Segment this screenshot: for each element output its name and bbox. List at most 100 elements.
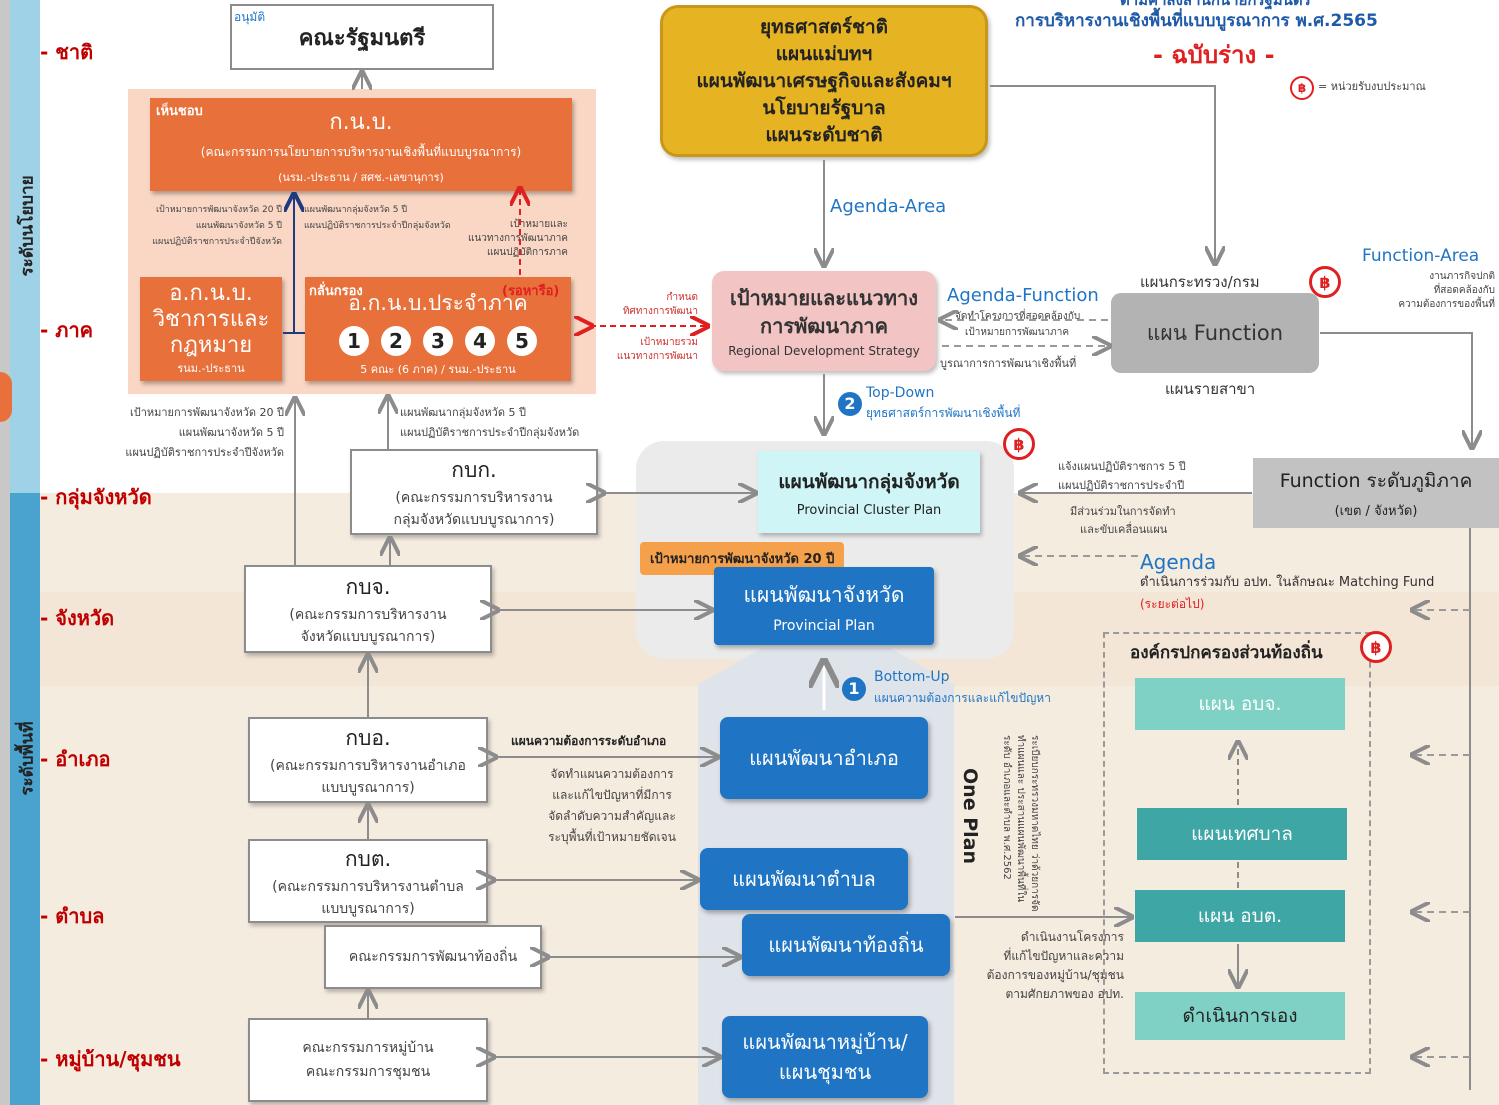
cluster-plan-box: แผนพัฒนากลุ่มจังหวัด Provincial Cluster …	[758, 451, 980, 533]
kbo-title: กบอ.	[345, 725, 391, 750]
budget-legend: = หน่วยรับงบประมาณ	[1318, 80, 1426, 93]
knb-notes-regional: เป้าหมายและ แนวทางการพัฒนาภาค แผนปฏิบัติ…	[458, 218, 568, 260]
level-nation: - ชาติ	[40, 40, 94, 64]
function-plan-label: แผน Function	[1146, 320, 1284, 345]
kbk-sub-1: (คณะกรรมการบริหารงาน	[395, 489, 553, 506]
kbk-title: กบก.	[451, 457, 497, 482]
cluster-note-4: และขับเคลื่อนแผน	[1080, 523, 1168, 536]
national-line-4: นโยบายรัฐบาล	[762, 96, 886, 119]
header-title: การบริหารงานเชิงพื้นที่แบบบูรณาการ พ.ศ.2…	[1015, 11, 1378, 31]
note: แนวทางการพัฒนาภาค	[468, 233, 568, 244]
village-plan-1: แผนพัฒนาหมู่บ้าน/	[742, 1030, 908, 1054]
note: แผนปฏิบัติราชการประจำปีกลุ่มจังหวัด	[304, 221, 451, 231]
agenda-function-note3: บูรณาการการพัฒนาเชิงพื้นที่	[940, 357, 1077, 370]
local-gov-item-municipality: แผนเทศบาล	[1137, 808, 1347, 860]
ministry-bottom-label: แผนรายสาขา	[1165, 380, 1256, 398]
village-committee-1: คณะกรรมการหมู่บ้าน	[302, 1040, 434, 1056]
note: ทิศทางการพัฒนา	[622, 306, 698, 317]
label: แผนเทศบาล	[1191, 823, 1293, 845]
function-regional-title: Function ระดับภูมิภาค	[1279, 469, 1473, 492]
note: แผนปฏิบัติราชการประจำปีกลุ่มจังหวัด	[400, 426, 580, 439]
note: กำหนด	[666, 292, 698, 303]
district-notes-head: แผนความต้องการระดับอำเภอ	[511, 734, 667, 748]
national-line-2: แผนแม่บทฯ	[775, 42, 873, 65]
aknb-region-chair: 5 คณะ (6 ภาค) / รนม.-ประธาน	[360, 362, 516, 376]
label: แผน อบจ.	[1198, 693, 1282, 715]
kbj-sub-2: จังหวัดแบบบูรณาการ)	[300, 628, 436, 645]
province-plan-box: แผนพัฒนาจังหวัด Provincial Plan	[714, 567, 934, 645]
level-district: - อำเภอ	[40, 747, 111, 771]
kbo-sub-2: แบบบูรณาการ)	[321, 779, 415, 796]
knb-tag: เห็นชอบ	[156, 104, 203, 119]
note: แผนปฏิบัติราชการประจำปีจังหวัด	[152, 237, 282, 247]
agenda-function-note1: จัดทำโครงการที่สอดคล้องกับ	[955, 311, 1081, 322]
village-plan-2: แผนชุมชน	[778, 1060, 872, 1084]
agenda-label: Agenda	[1140, 550, 1217, 574]
village-plan-box: แผนพัฒนาหมู่บ้าน/ แผนชุมชน	[722, 1016, 928, 1098]
village-committee-box: คณะกรรมการหมู่บ้าน คณะกรรมการชุมชน	[248, 1018, 488, 1102]
kbj-box: กบจ. (คณะกรรมการบริหารงาน จังหวัดแบบบูรณ…	[244, 565, 492, 653]
note: ที่แก้ไขปัญหาและความ	[1003, 949, 1124, 963]
region-number-3: 3	[423, 325, 453, 356]
aknb-law-title-3: กฎหมาย	[169, 333, 253, 358]
label: แผน อบต.	[1197, 905, 1283, 927]
region-number-5: 5	[507, 325, 537, 356]
budget-icon: ฿	[1360, 631, 1392, 663]
district-plan-box: แผนพัฒนาอำเภอ	[720, 717, 928, 799]
aknb-region-tag: กลั่นกรอง	[309, 284, 363, 299]
aknb-law-chair: รนม.-ประธาน	[177, 362, 245, 375]
knb-notes-right: แผนพัฒนากลุ่มจังหวัด 5 ปี แผนปฏิบัติราชก…	[304, 202, 484, 234]
note: จัดทำแผนความต้องการ	[550, 767, 674, 781]
aknb-law-box: อ.ก.น.บ. วิชาการและ กฎหมาย รนม.-ประธาน	[140, 277, 282, 381]
aknb-region-title: อ.ก.น.บ.ประจำภาค	[348, 290, 528, 315]
note: เป้าหมายการพัฒนาจังหวัด 20 ปี	[155, 205, 282, 215]
level-region: - ภาค	[40, 318, 94, 342]
sidebar-edge	[0, 0, 10, 1105]
sidebar-marker	[0, 372, 12, 422]
kbk-sub-2: กลุ่มจังหวัดแบบบูรณาการ)	[393, 511, 555, 528]
kbj-title: กบจ.	[345, 574, 391, 599]
note: แนวทางการพัฒนา	[616, 351, 698, 362]
note: แผนปฏิบัติราชการประจำปีจังหวัด	[125, 446, 284, 459]
note: ความต้องการของพื้นที่	[1398, 299, 1495, 310]
function-area-label: Function-Area	[1362, 246, 1480, 266]
arrow-function-to-regional	[1320, 332, 1472, 446]
aknb-region-tag2: (รอหารือ)	[502, 284, 560, 299]
note: ที่สอดคล้องกับ	[1433, 285, 1495, 296]
function-regional-box: Function ระดับภูมิภาค (เขต / จังหวัด)	[1253, 458, 1499, 528]
level-province: - จังหวัด	[40, 606, 115, 630]
note: ว่าด้วยการจัดทำแผนและ	[1015, 735, 1040, 912]
bottom-up-sub: แผนความต้องการและแก้ไขปัญหา	[874, 691, 1051, 705]
function-area-notes: งานภารกิจปกติ ที่สอดคล้องกับ ความต้องการ…	[1352, 270, 1495, 312]
note: ตามศักยภาพของ อปท.	[1005, 987, 1124, 1001]
note: แผนพัฒนากลุ่มจังหวัด 5 ปี	[400, 406, 526, 419]
note: จัดลำดับความสำคัญและ	[548, 809, 676, 823]
local-gov-panel	[1103, 632, 1371, 1074]
top-down-label: Top-Down	[866, 385, 935, 401]
kbk-notes-left: เป้าหมายการพัฒนาจังหวัด 20 ปี แผนพัฒนาจั…	[80, 403, 284, 463]
knb-box: ก.น.บ. (คณะกรรมการนโยบายการบริหารงานเชิง…	[150, 98, 572, 191]
national-plan-box: ยุทธศาสตร์ชาติ แผนแม่บทฯ แผนพัฒนาเศรษฐกิ…	[660, 5, 988, 157]
national-line-3: แผนพัฒนาเศรษฐกิจและสังคมฯ	[696, 69, 952, 92]
cluster-note-2: แผนปฏิบัติราชการประจำปี	[1058, 479, 1185, 492]
function-regional-sub: (เขต / จังหวัด)	[1334, 503, 1418, 519]
local-committee-label: คณะกรรมการพัฒนาท้องถิ่น	[348, 949, 518, 965]
local-plan-box: แผนพัฒนาท้องถิ่น	[742, 914, 950, 976]
district-notes: จัดทำแผนความต้องการ และแก้ไขปัญหาที่มีกา…	[512, 764, 712, 848]
draft-label: - ฉบับร่าง -	[1153, 41, 1275, 69]
national-line-5: แผนระดับชาติ	[765, 123, 883, 146]
region-number-1: 1	[339, 325, 369, 356]
regional-plan-sub: Regional Development Strategy	[728, 344, 920, 358]
note: แผนพัฒนาจังหวัด 5 ปี	[178, 426, 284, 439]
note: แผนปฏิบัติการภาค	[487, 247, 568, 258]
agenda-function-note2: เป้าหมายการพัฒนาภาค	[965, 327, 1070, 338]
local-notes: ดำเนินงานโครงการ ที่แก้ไขปัญหาและความ ต้…	[954, 928, 1124, 1004]
note: เป้าหมายรวม	[640, 337, 698, 348]
knb-notes-left: เป้าหมายการพัฒนาจังหวัด 20 ปี แผนพัฒนาจั…	[130, 202, 282, 250]
cabinet-label: คณะรัฐมนตรี	[298, 25, 426, 51]
header-title-partial: ตามคำสั่งสำนักนายกรัฐมนตรี	[1120, 0, 1311, 9]
cluster-note-3: มีส่วนร่วมในการจัดทำ	[1070, 505, 1176, 518]
budget-icon: ฿	[1309, 266, 1341, 298]
